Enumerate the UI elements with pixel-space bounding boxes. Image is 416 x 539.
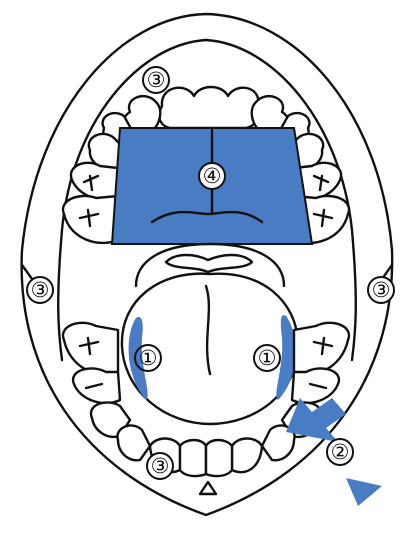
label-gum-bottom: ③ <box>147 453 173 479</box>
tongue <box>122 244 298 424</box>
label-gum-left: ③ <box>27 277 53 303</box>
svg-text:②: ② <box>331 440 350 464</box>
svg-text:③: ③ <box>151 454 170 478</box>
svg-text:③: ③ <box>147 68 166 92</box>
label-palate: ④ <box>199 163 225 189</box>
svg-text:①: ① <box>139 346 158 370</box>
svg-text:④: ④ <box>203 164 222 188</box>
label-gum-right: ③ <box>368 277 394 303</box>
label-cheek-left: ① <box>135 345 161 371</box>
label-brush-entry: ② <box>327 439 353 465</box>
svg-text:③: ③ <box>31 278 50 302</box>
svg-text:①: ① <box>258 346 277 370</box>
label-gum-top: ③ <box>143 67 169 93</box>
label-cheek-right: ① <box>254 345 280 371</box>
svg-text:③: ③ <box>372 278 391 302</box>
